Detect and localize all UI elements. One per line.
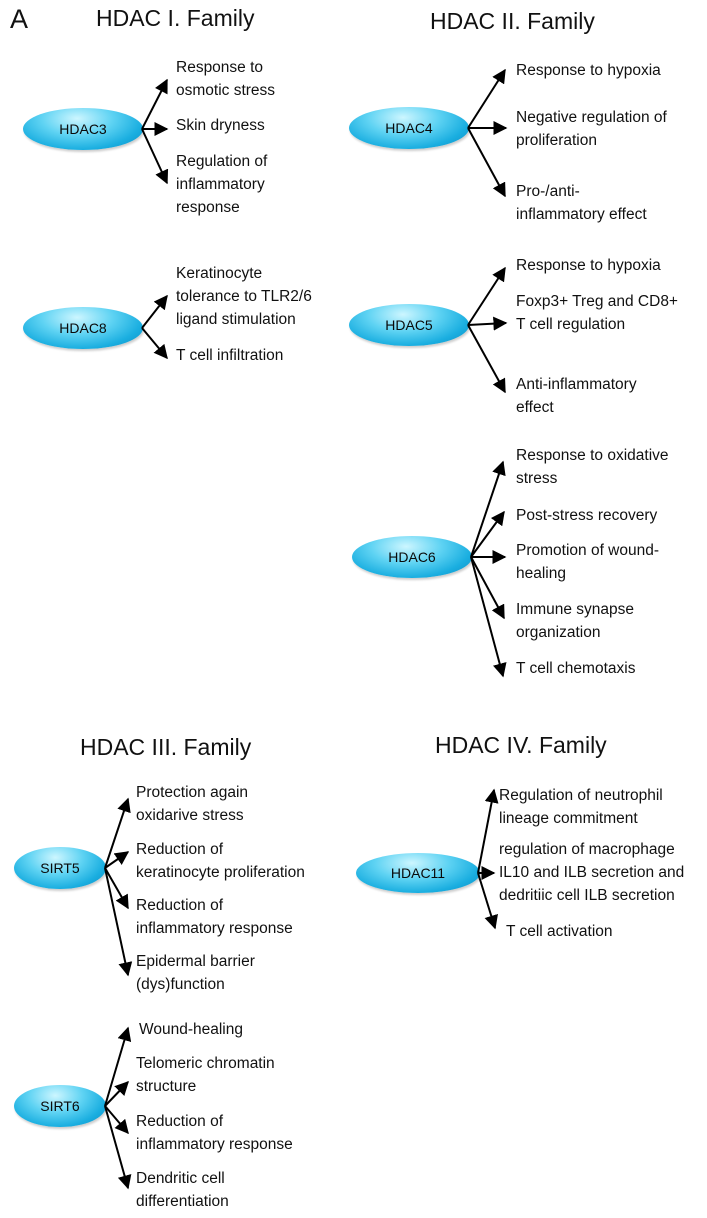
arrow-hdac11-1 [477,788,499,874]
hdac4-item-3: Pro-/anti- inflammatory effect [516,183,647,223]
hdac3-item-2: Skin dryness [176,117,265,134]
arrow-hdac5-2 [467,316,508,331]
hdac4-item-1: Response to hypoxia [516,62,661,79]
hdac6-item-2: Post-stress recovery [516,507,658,524]
family-title-hdac-1: HDAC I. Family [96,5,255,31]
sirt6-item-3: Reduction of inflammatory response [136,1113,293,1153]
arrow-sirt5-2 [104,851,130,869]
hdac6-item-3: Promotion of wound- healing [516,542,660,582]
node-hdac8: HDAC8 [23,307,143,349]
hdac11-item-3: T cell activation [506,923,613,940]
family-title-hdac-4: HDAC IV. Family [435,732,607,758]
hdac3-item-3: Regulation of inflammatory response [176,153,268,216]
node-hdac5: HDAC5 [349,304,469,346]
hdac5-item-1: Response to hypoxia [516,257,661,274]
arrow-sirt6-2 [104,1080,129,1107]
arrow-hdac4-3 [467,127,506,198]
arrow-hdac6-5 [470,556,507,678]
arrow-hdac8-2 [141,327,168,360]
arrow-sirt5-1 [104,797,131,869]
hdac8-item-2: T cell infiltration [176,347,284,364]
sirt6-item-4: Dendritic cell differentiation [136,1170,229,1210]
sirt5-item-3: Reduction of inflammatory response [136,897,293,937]
hdac5-item-3: Anti-inflammatory effect [516,376,637,416]
arrow-hdac6-4 [470,556,505,620]
hdac8-item-1: Keratinocyte tolerance to TLR2/6 ligand … [176,265,312,328]
hdac6-item-5: T cell chemotaxis [516,660,636,677]
arrow-hdac6-2 [470,510,505,558]
sirt5-item-1: Protection again oxidarive stress [136,784,249,824]
arrow-hdac11-3 [477,872,498,930]
sirt5-item-2: Reduction of keratinocyte proliferation [136,841,305,881]
hdac11-item-1: Regulation of neutrophil lineage commitm… [499,787,663,827]
hdac5-item-2: Foxp3+ Treg and CD8+ T cell regulation [516,293,678,333]
arrow-sirt6-4 [104,1105,132,1190]
hdac11-item-2: regulation of macrophage IL10 and ILB se… [499,841,685,904]
arrow-hdac6-1 [470,460,506,558]
arrow-hdac4-1 [467,68,506,129]
node-hdac11: HDAC11 [356,853,480,893]
hdac3-item-1: Response to osmotic stress [176,59,276,99]
arrow-sirt6-3 [104,1105,129,1135]
family-title-hdac-2: HDAC II. Family [430,8,595,34]
node-sirt6: SIRT6 [14,1085,106,1127]
node-hdac6: HDAC6 [352,536,472,578]
hdac6-item-4: Immune synapse organization [516,601,635,641]
hdac4-item-2: Negative regulation of proliferation [516,109,667,149]
hdac6-item-1: Response to oxidative stress [516,447,669,487]
arrow-hdac5-1 [467,266,506,326]
sirt6-item-2: Telomeric chromatin structure [136,1055,275,1095]
arrow-hdac3-3 [141,128,169,185]
sirt6-item-1: Wound-healing [139,1021,243,1038]
arrow-sirt5-4 [104,867,133,977]
family-title-hdac-3: HDAC III. Family [80,734,252,760]
arrow-sirt6-1 [104,1026,132,1107]
arrow-hdac3-1 [141,78,168,130]
node-hdac3: HDAC3 [23,108,143,150]
arrow-sirt5-3 [104,867,129,910]
node-hdac4: HDAC4 [349,107,469,149]
node-sirt5: SIRT5 [14,847,106,889]
arrow-hdac5-3 [467,324,506,394]
panel-letter: A [10,4,29,34]
arrow-hdac8-1 [141,294,168,329]
sirt5-item-4: Epidermal barrier (dys)function [136,953,255,993]
